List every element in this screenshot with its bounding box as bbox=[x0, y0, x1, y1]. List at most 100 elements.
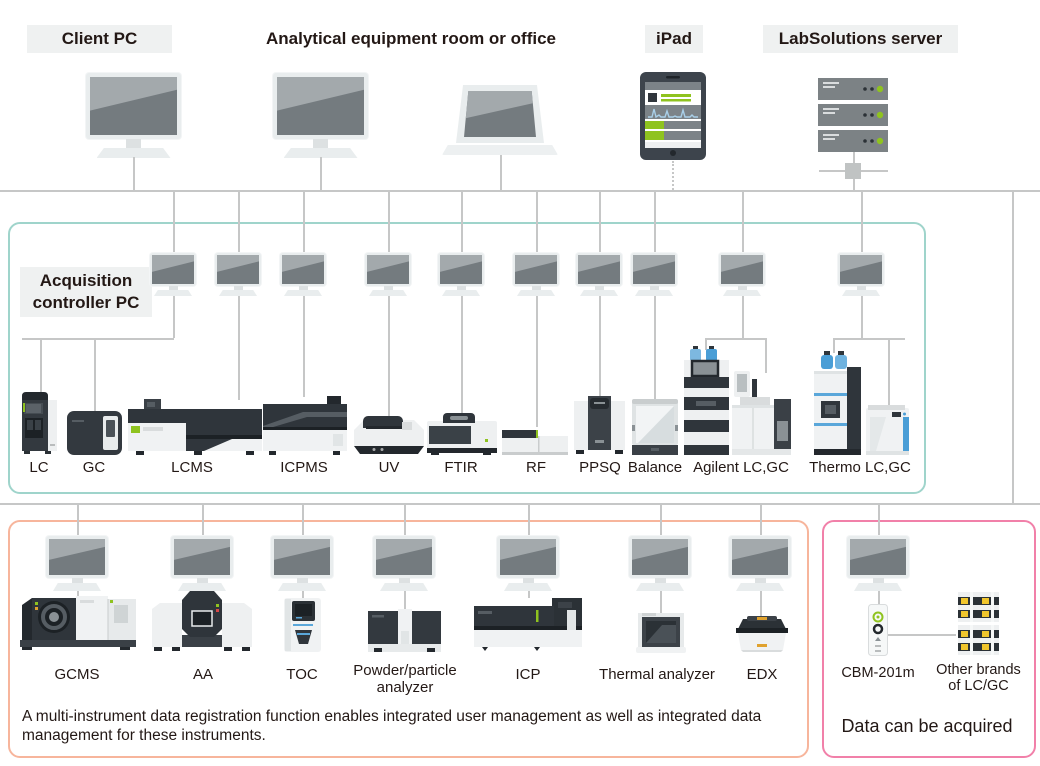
acquisition-controller-label: Acquisition controller PC bbox=[20, 267, 152, 317]
connector-line bbox=[705, 338, 767, 340]
uv-instrument-icon bbox=[354, 416, 424, 454]
agilent-lc-instrument-icon bbox=[684, 346, 729, 455]
acquisition-pc-monitor bbox=[215, 253, 261, 296]
icp-instrument-icon bbox=[474, 598, 582, 651]
instrument-label-lcms: LCMS bbox=[171, 459, 213, 476]
connector-line bbox=[765, 338, 767, 373]
instrument-label-uv: UV bbox=[378, 459, 400, 476]
cbm-201m-label: CBM-201m bbox=[841, 665, 915, 681]
lc-instrument-icon bbox=[22, 392, 57, 454]
instrument-label-icpms: ICPMS bbox=[280, 459, 328, 476]
workstation-monitor bbox=[497, 536, 559, 591]
network-line bbox=[819, 170, 846, 172]
office-pc-monitor-icon bbox=[273, 73, 368, 158]
network-line bbox=[599, 190, 601, 253]
powder-particle-analyzer-instrument-icon bbox=[368, 609, 441, 652]
instrument-label-rf: RF bbox=[526, 459, 546, 476]
instrument-label-toc: TOC bbox=[286, 666, 318, 683]
cbm-201m-icon bbox=[868, 604, 888, 656]
network-line bbox=[878, 503, 880, 536]
other-brands-lcgc-icon bbox=[958, 592, 999, 655]
acquisition-pc-monitor bbox=[576, 253, 622, 296]
instrument-label-gc: GC bbox=[82, 459, 106, 476]
network-line bbox=[861, 190, 863, 253]
other-brands-label: Other brands of LC/GC bbox=[936, 662, 1021, 694]
connector-line bbox=[238, 296, 240, 400]
workstation-monitor bbox=[847, 536, 909, 591]
multi-instrument-caption: A multi-instrument data registration fun… bbox=[22, 708, 762, 744]
acquisition-pc-monitor bbox=[150, 253, 196, 296]
instrument-label-icp: ICP bbox=[515, 666, 541, 683]
network-line bbox=[303, 190, 305, 253]
connector-line bbox=[705, 338, 707, 350]
instrument-label-ppsq: PPSQ bbox=[579, 459, 621, 476]
acquisition-section-box bbox=[8, 222, 926, 494]
instrument-label-powder: Powder/particle analyzer bbox=[353, 662, 457, 696]
instrument-label-gcms: GCMS bbox=[54, 666, 100, 683]
workstation-monitor bbox=[729, 536, 791, 591]
network-line bbox=[528, 503, 530, 536]
network-line bbox=[202, 503, 204, 536]
network-line bbox=[660, 503, 662, 536]
acquisition-pc-monitor bbox=[280, 253, 326, 296]
network-line bbox=[461, 190, 463, 253]
network-line bbox=[536, 190, 538, 253]
connector-line bbox=[536, 296, 538, 427]
acquisition-pc-monitor bbox=[513, 253, 559, 296]
network-line bbox=[404, 503, 406, 536]
rf-instrument-icon bbox=[502, 430, 568, 455]
client-pc-label: Client PC bbox=[27, 25, 172, 53]
toc-instrument-icon bbox=[284, 598, 321, 652]
gc-instrument-icon bbox=[67, 411, 122, 455]
connector-line bbox=[404, 591, 406, 609]
workstation-monitor bbox=[171, 536, 233, 591]
network-line bbox=[238, 190, 240, 253]
gcms-instrument-icon bbox=[20, 596, 136, 650]
connector-line bbox=[599, 296, 601, 397]
connector-line bbox=[302, 591, 304, 598]
thermo-gc-instrument-icon bbox=[866, 405, 909, 455]
network-line bbox=[853, 179, 855, 190]
connector-line bbox=[303, 296, 305, 397]
instrument-label-thermal: Thermal analyzer bbox=[599, 666, 715, 683]
connector-line bbox=[461, 296, 463, 414]
thermo-lc-instrument-icon bbox=[814, 351, 861, 455]
connector-line bbox=[660, 591, 662, 613]
connector-line bbox=[888, 634, 956, 636]
instrument-label-ftir: FTIR bbox=[444, 459, 478, 476]
multi-instrument-section-box bbox=[8, 520, 809, 758]
icpms-instrument-icon bbox=[263, 396, 347, 455]
connector-line bbox=[878, 591, 880, 604]
agilent-gc-instrument-icon bbox=[732, 371, 791, 455]
network-line bbox=[77, 503, 79, 536]
instrument-label-lc: LC bbox=[29, 459, 49, 476]
thermal-analyzer-instrument-icon bbox=[636, 613, 686, 653]
acquisition-pc-monitor bbox=[838, 253, 884, 296]
connector-line bbox=[77, 591, 79, 596]
connector-line bbox=[833, 338, 905, 340]
connector-line bbox=[742, 296, 744, 338]
connector-line bbox=[22, 338, 174, 340]
edx-instrument-icon bbox=[736, 616, 788, 652]
acquisition-pc-monitor bbox=[719, 253, 765, 296]
network-line bbox=[133, 157, 135, 190]
network-line bbox=[302, 503, 304, 536]
labsolutions-server-label: LabSolutions server bbox=[763, 25, 958, 53]
workstation-monitor bbox=[629, 536, 691, 591]
data-acquired-caption: Data can be acquired bbox=[841, 716, 1013, 736]
tablet-icon bbox=[640, 72, 706, 160]
data-acquired-section-box bbox=[822, 520, 1036, 758]
workstation-monitor bbox=[373, 536, 435, 591]
instrument-label-aa: AA bbox=[192, 666, 213, 683]
balance-instrument-icon bbox=[632, 399, 678, 455]
connector-line bbox=[173, 296, 175, 338]
monitor-screen bbox=[90, 77, 177, 135]
connector-line bbox=[94, 338, 96, 412]
connector-line bbox=[760, 591, 762, 617]
network-line bbox=[742, 190, 744, 253]
network-line bbox=[654, 190, 656, 253]
connector-line bbox=[388, 296, 390, 417]
connector-line bbox=[833, 338, 835, 353]
network-line bbox=[853, 152, 855, 163]
